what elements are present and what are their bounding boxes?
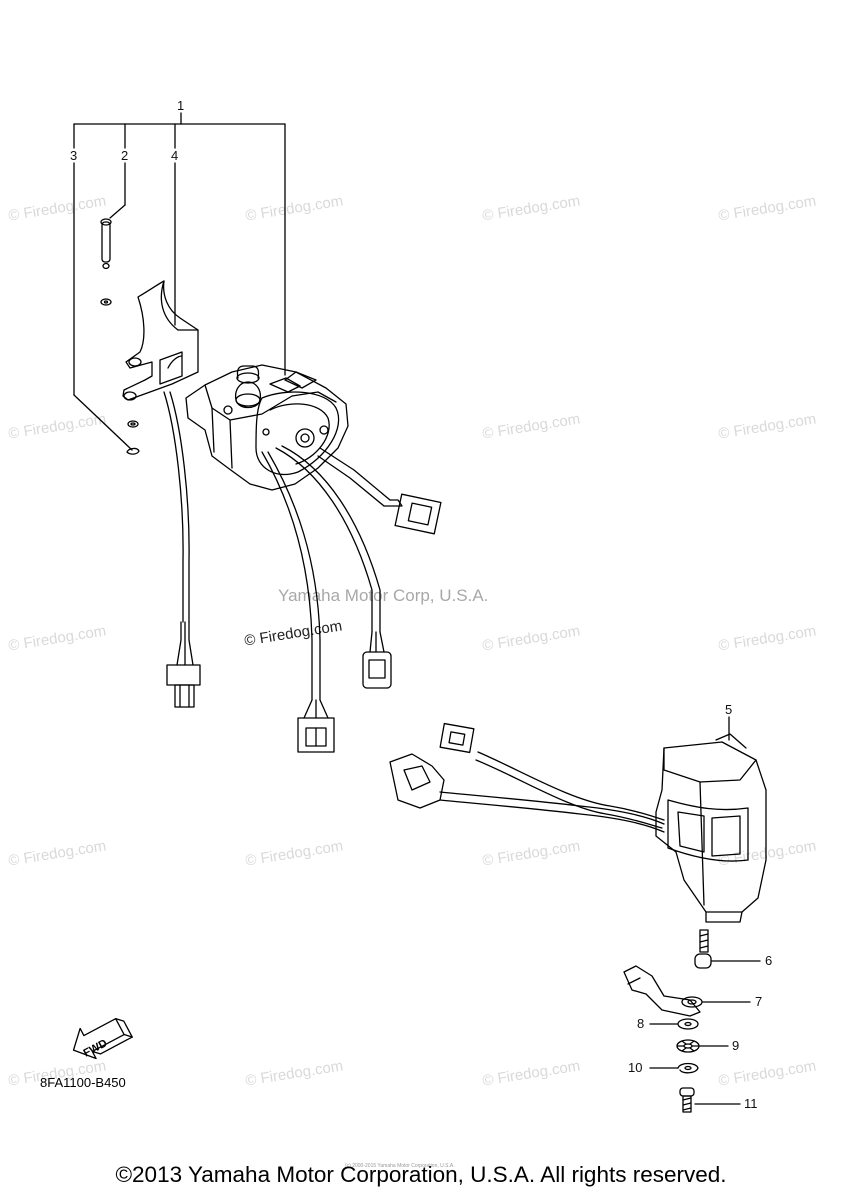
washer-hole — [687, 999, 697, 1005]
washer — [677, 1018, 699, 1030]
part-code: 8FA1100-B450 — [40, 1075, 126, 1090]
right-switch-housing — [655, 733, 767, 923]
washer — [681, 996, 703, 1008]
copyright-notice: ©2013 Yamaha Motor Corporation, U.S.A. A… — [115, 1162, 727, 1187]
connector-plug — [166, 664, 201, 708]
callout-3: 3 — [70, 148, 78, 163]
fwd-arrow-icon — [72, 1018, 133, 1060]
callout-9: 9 — [732, 1038, 740, 1053]
housing-wire-harness — [261, 445, 442, 753]
callout-2: 2 — [121, 148, 129, 163]
joystick-knob — [234, 365, 262, 409]
screw — [694, 929, 761, 969]
callout-7: 7 — [755, 994, 763, 1009]
pin — [100, 218, 112, 306]
switch-housing — [185, 364, 349, 491]
callout-1: 1 — [177, 98, 185, 113]
callout-5: 5 — [725, 702, 733, 717]
star-washer — [676, 1039, 729, 1053]
callout-8: 8 — [637, 1016, 645, 1031]
right-wire-harness — [389, 722, 665, 833]
callout-10: 10 — [628, 1060, 643, 1075]
washer — [127, 420, 139, 428]
clip — [126, 447, 140, 455]
mounting-bracket — [623, 965, 701, 1017]
washer-hole — [130, 422, 136, 426]
washer-hole — [684, 1021, 692, 1027]
callout-6: 6 — [765, 953, 773, 968]
lever-wire — [163, 391, 194, 666]
assembly-bracket — [73, 112, 286, 451]
tiny-credit: (c) 2000-2015 Yamaha Motor Corporation, … — [345, 1163, 455, 1169]
bolt — [679, 1087, 741, 1113]
callout-4: 4 — [171, 148, 179, 163]
callout-11: 11 — [744, 1096, 758, 1111]
spring-washer — [649, 1062, 699, 1074]
lever — [122, 280, 199, 401]
center-watermark: Yamaha Motor Corp, U.S.A. — [278, 586, 489, 605]
